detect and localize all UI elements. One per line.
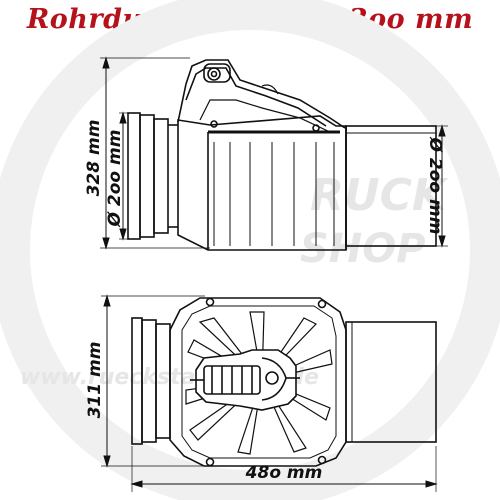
dim-label-outlet-diameter: Ø 2oo mm bbox=[425, 137, 445, 235]
dim-label-inlet-diameter: Ø 2oo mm bbox=[105, 130, 125, 228]
dim-label-height-top: 311 mm bbox=[85, 342, 105, 419]
watermark-text-2: SHOP bbox=[300, 226, 426, 272]
side-view bbox=[127, 59, 437, 251]
watermark-text-1: RUCK bbox=[310, 170, 449, 221]
outlet-pipe bbox=[345, 125, 437, 247]
top-dimensions bbox=[101, 294, 438, 492]
side-dimensions bbox=[100, 56, 448, 250]
inlet-socket bbox=[127, 112, 178, 240]
dim-label-height-side: 328 mm bbox=[84, 120, 104, 197]
top-outlet-pipe bbox=[345, 321, 437, 443]
center-mechanism bbox=[190, 349, 300, 411]
flap-blades bbox=[185, 311, 333, 455]
valve-lid bbox=[177, 59, 346, 133]
dim-label-length: 48o mm bbox=[245, 463, 323, 483]
top-view bbox=[131, 297, 437, 467]
